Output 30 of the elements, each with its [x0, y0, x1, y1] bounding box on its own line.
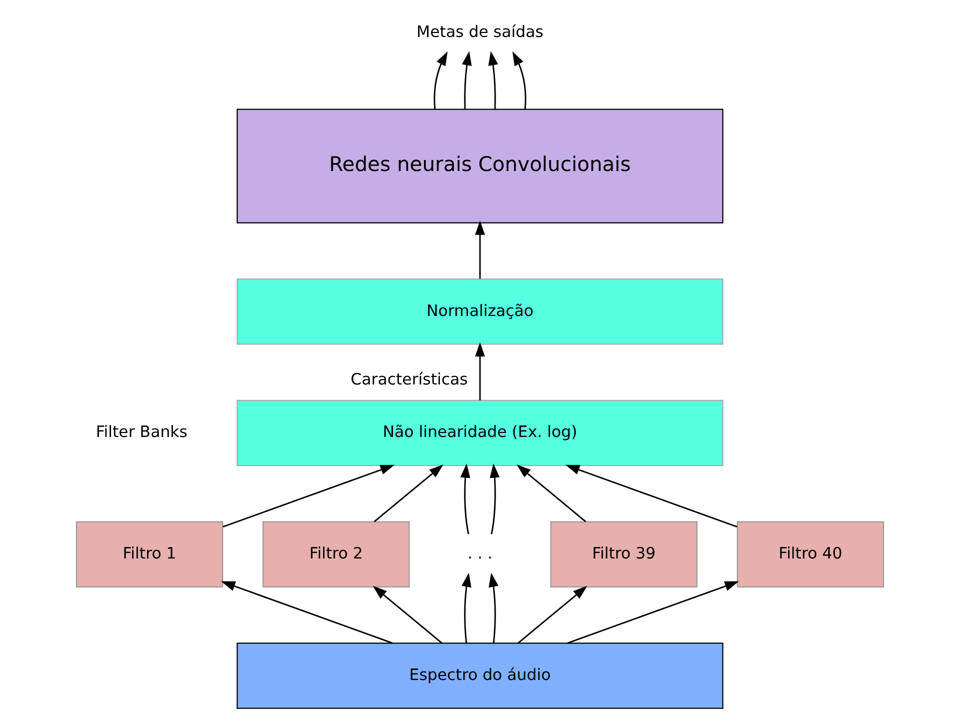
edge-label: Características [350, 370, 468, 389]
arrow [221, 581, 393, 644]
arrow [567, 581, 739, 644]
arrow [462, 51, 472, 110]
node-box: Espectro do áudio [236, 642, 724, 709]
arrow [475, 220, 485, 279]
node-box: Não linearidade (Ex. log) [236, 400, 724, 466]
arrow [518, 586, 588, 644]
arrow [488, 572, 498, 644]
node-box: Normalização [236, 278, 724, 345]
arrow [222, 464, 395, 528]
node-box: Filtro 2 [262, 521, 410, 588]
label: Filter Banks [96, 422, 188, 442]
arrow [462, 572, 472, 644]
arrow [372, 586, 442, 644]
arrow [374, 464, 444, 522]
arrow [490, 464, 500, 534]
node-text: . . . [468, 544, 492, 563]
node-box: Filtro 40 [736, 521, 884, 588]
arrow [475, 342, 485, 400]
node-text: Metas de saídas [416, 22, 544, 42]
node-box: Filtro 39 [550, 521, 698, 588]
arrow [516, 464, 586, 522]
node-box: Redes neurais Convolucionais [236, 108, 724, 224]
arrow [512, 51, 526, 110]
arrow [460, 464, 470, 534]
node-box: Filtro 1 [76, 521, 224, 588]
arrow [434, 51, 448, 110]
arrow [488, 51, 498, 110]
arrow [565, 464, 738, 528]
